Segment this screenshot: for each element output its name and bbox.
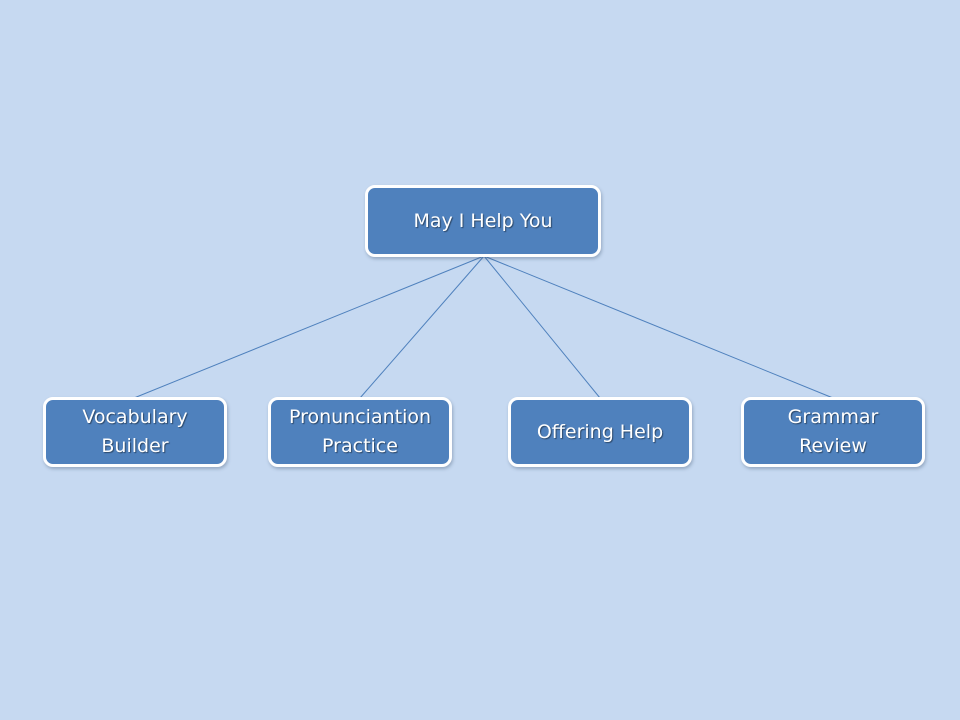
child-node-label: Pronunciantion Practice — [288, 406, 432, 457]
child-node-offering-help[interactable]: Offering Help — [508, 397, 692, 467]
root-node-label: May I Help You — [413, 209, 553, 232]
child-node-pronunciation-practice[interactable]: Pronunciantion Practice — [268, 397, 452, 467]
connector-root-to-pronunciation — [359, 255, 485, 399]
child-node-grammar-review[interactable]: Grammar Review — [741, 397, 925, 467]
root-node[interactable]: May I Help You — [365, 185, 601, 257]
connector-root-to-grammar — [483, 255, 834, 399]
connector-root-to-offering-help — [483, 255, 601, 399]
child-node-label: Vocabulary Builder — [82, 406, 188, 457]
connector-root-to-vocabulary — [133, 255, 485, 399]
child-node-label: Offering Help — [536, 420, 664, 443]
child-node-label: Grammar Review — [787, 406, 879, 457]
child-node-vocabulary-builder[interactable]: Vocabulary Builder — [43, 397, 227, 467]
